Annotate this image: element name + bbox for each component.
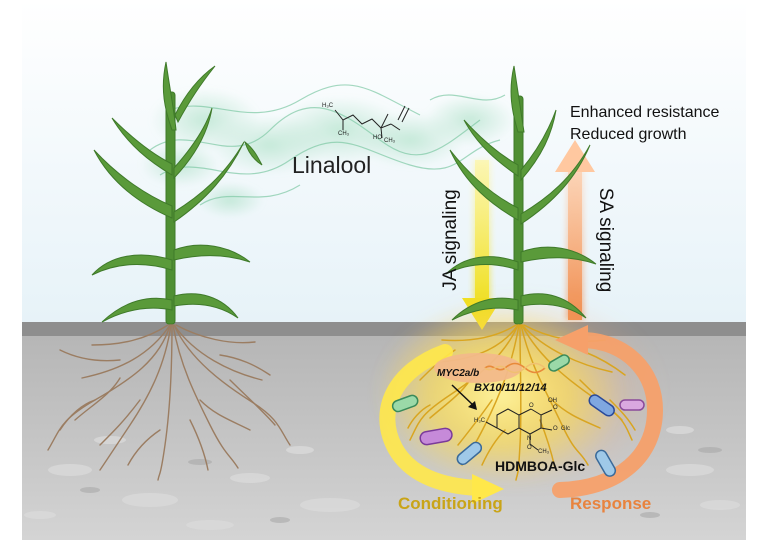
linalool-atom-label: HO <box>373 135 382 141</box>
enhanced-resistance-label: Enhanced resistance <box>570 104 720 121</box>
conditioning-arrow <box>379 344 504 504</box>
response-label: Response <box>570 494 652 513</box>
conditioning-label: Conditioning <box>398 494 503 513</box>
linalool-molecule-icon <box>334 105 410 139</box>
reduced-growth-label: Reduced growth <box>570 126 687 143</box>
bacterium-icon <box>391 354 645 477</box>
response-arrow <box>552 325 664 498</box>
hdmboa-atom-label: H₃C <box>474 418 486 424</box>
sky <box>22 0 746 330</box>
hdmboa-atom-label: O <box>529 403 534 409</box>
root-system-icon <box>47 324 291 481</box>
myc2-activation-arrow <box>451 384 477 410</box>
linalool-atom-label: CH₃ <box>338 131 350 137</box>
sa-signaling-label: SA signaling <box>595 187 616 293</box>
linalool-label: Linalool <box>292 152 372 178</box>
linalool-atom-label: H₃C <box>322 103 334 109</box>
myc2-label: MYC2a/b <box>437 368 480 379</box>
hdmboa-molecule-icon <box>485 408 553 451</box>
hdmboa-atom-label: O <box>553 426 558 432</box>
hdmboa-atom-label: Glc <box>561 426 570 432</box>
myc2-gene-icon <box>434 353 546 383</box>
maize-plant-icon <box>91 61 263 325</box>
hdmboa-atom-label: O <box>527 445 532 451</box>
sa-signaling-arrow <box>555 140 595 320</box>
maize-plant-icon-right <box>445 65 597 325</box>
ja-signaling-label: JA signaling <box>440 189 461 291</box>
hdmboa-atom-label: O <box>553 405 558 411</box>
linalool-atom-label: CH₃ <box>384 138 396 144</box>
hdmboa-atom-label: N <box>527 436 532 442</box>
hdmboa-atom-label: CH₃ <box>538 449 550 455</box>
hdmboa-atom-label: OH <box>548 398 557 404</box>
bx-genes-label: BX10/11/12/14 <box>474 382 547 394</box>
hdmboa-label: HDMBOA-Glc <box>495 458 586 474</box>
smoke-plume-icon <box>140 88 515 218</box>
